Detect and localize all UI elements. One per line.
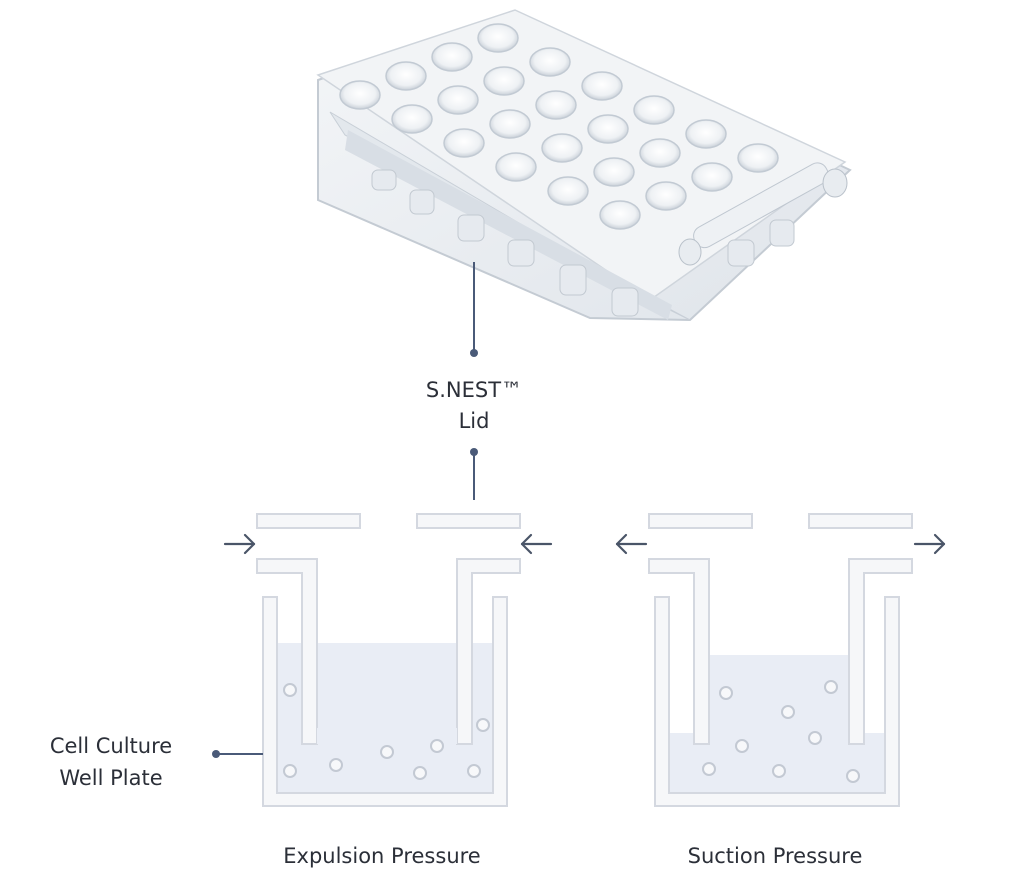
lid-label-line2: Lid: [459, 409, 490, 433]
arrow-right-icon: [223, 533, 256, 555]
arrow-right-icon: [913, 533, 946, 555]
suction-well: [648, 513, 913, 807]
plate-well: [685, 119, 727, 149]
plate-well: [489, 109, 531, 139]
plate-well: [541, 133, 583, 163]
plate-well: [385, 61, 427, 91]
lid-callout: [470, 262, 478, 500]
plate-well: [535, 90, 577, 120]
plate-callout: [212, 750, 263, 758]
plate-well: [633, 95, 675, 125]
plate-well: [495, 152, 537, 182]
caption-expulsion: Expulsion Pressure: [283, 844, 480, 868]
plate-well: [599, 200, 641, 230]
plate-well: [391, 104, 433, 134]
plate-well: [581, 71, 623, 101]
arrow-left-icon: [520, 533, 553, 555]
plate-well: [437, 85, 479, 115]
arrow-left-icon: [615, 533, 648, 555]
plate-well: [443, 128, 485, 158]
expulsion-well: [256, 513, 521, 807]
plate-well: [593, 157, 635, 187]
plate-well: [483, 66, 525, 96]
caption-suction: Suction Pressure: [688, 844, 863, 868]
plate-label-line1: Cell Culture: [50, 734, 172, 758]
plate-wells: [339, 23, 779, 230]
plate-well: [529, 47, 571, 77]
plate-well: [339, 80, 381, 110]
plate-well: [737, 143, 779, 173]
plate-well: [691, 162, 733, 192]
plate-well: [431, 42, 473, 72]
plate-well: [547, 176, 589, 206]
plate-well: [587, 114, 629, 144]
plate-label-line2: Well Plate: [59, 766, 162, 790]
plate-well: [477, 23, 519, 53]
plate-well: [645, 181, 687, 211]
lid-label-line1: S.NEST™: [426, 378, 522, 402]
plate-well: [639, 138, 681, 168]
